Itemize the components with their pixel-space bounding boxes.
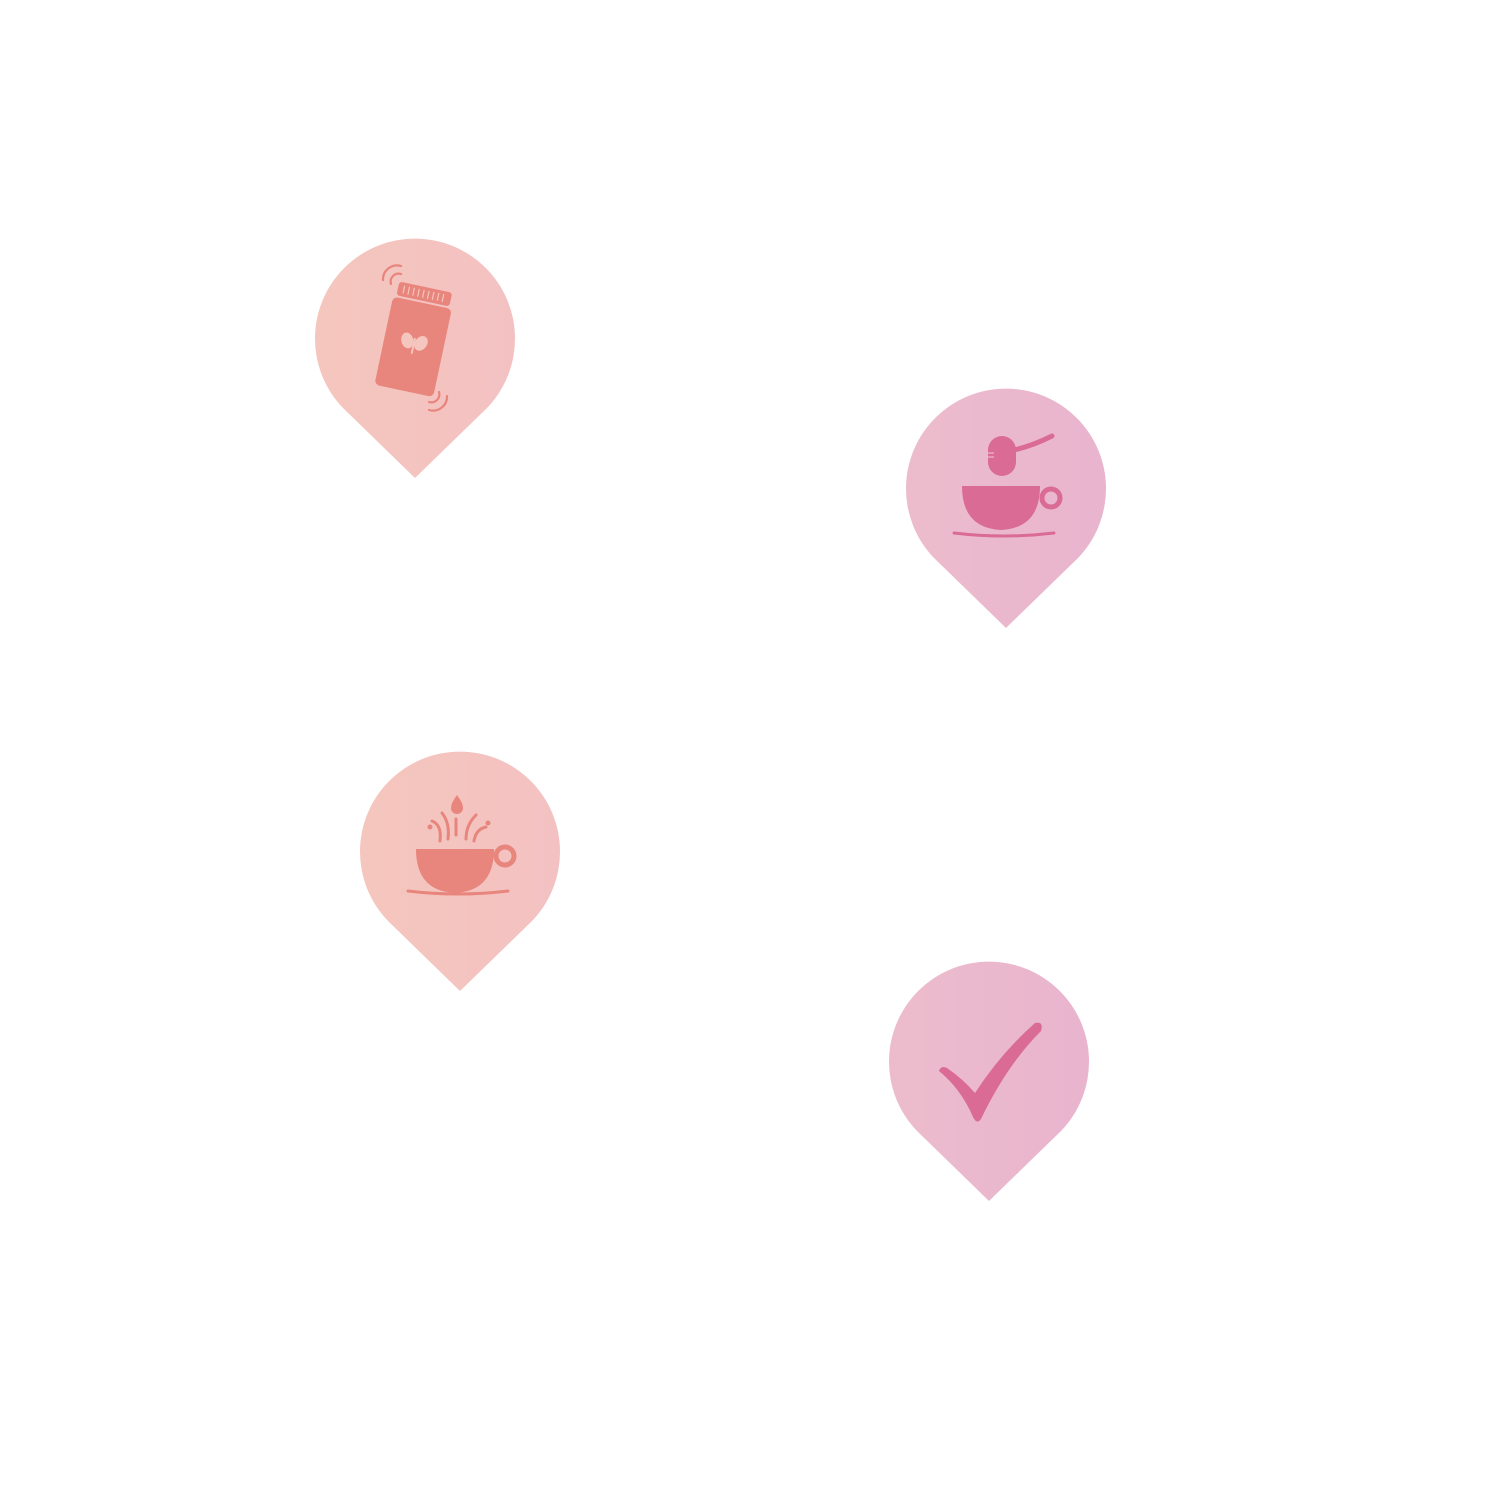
checkmark-icon (939, 1022, 1042, 1122)
shaking-jar-icon (375, 264, 452, 412)
step-pin-shake (315, 238, 515, 480)
step-pin-done (889, 961, 1089, 1203)
step-pin-scoop (906, 388, 1106, 630)
pour-water-cup-icon (406, 795, 517, 896)
step-pin-pour (360, 751, 560, 993)
scoop-into-cup-icon (952, 433, 1063, 538)
